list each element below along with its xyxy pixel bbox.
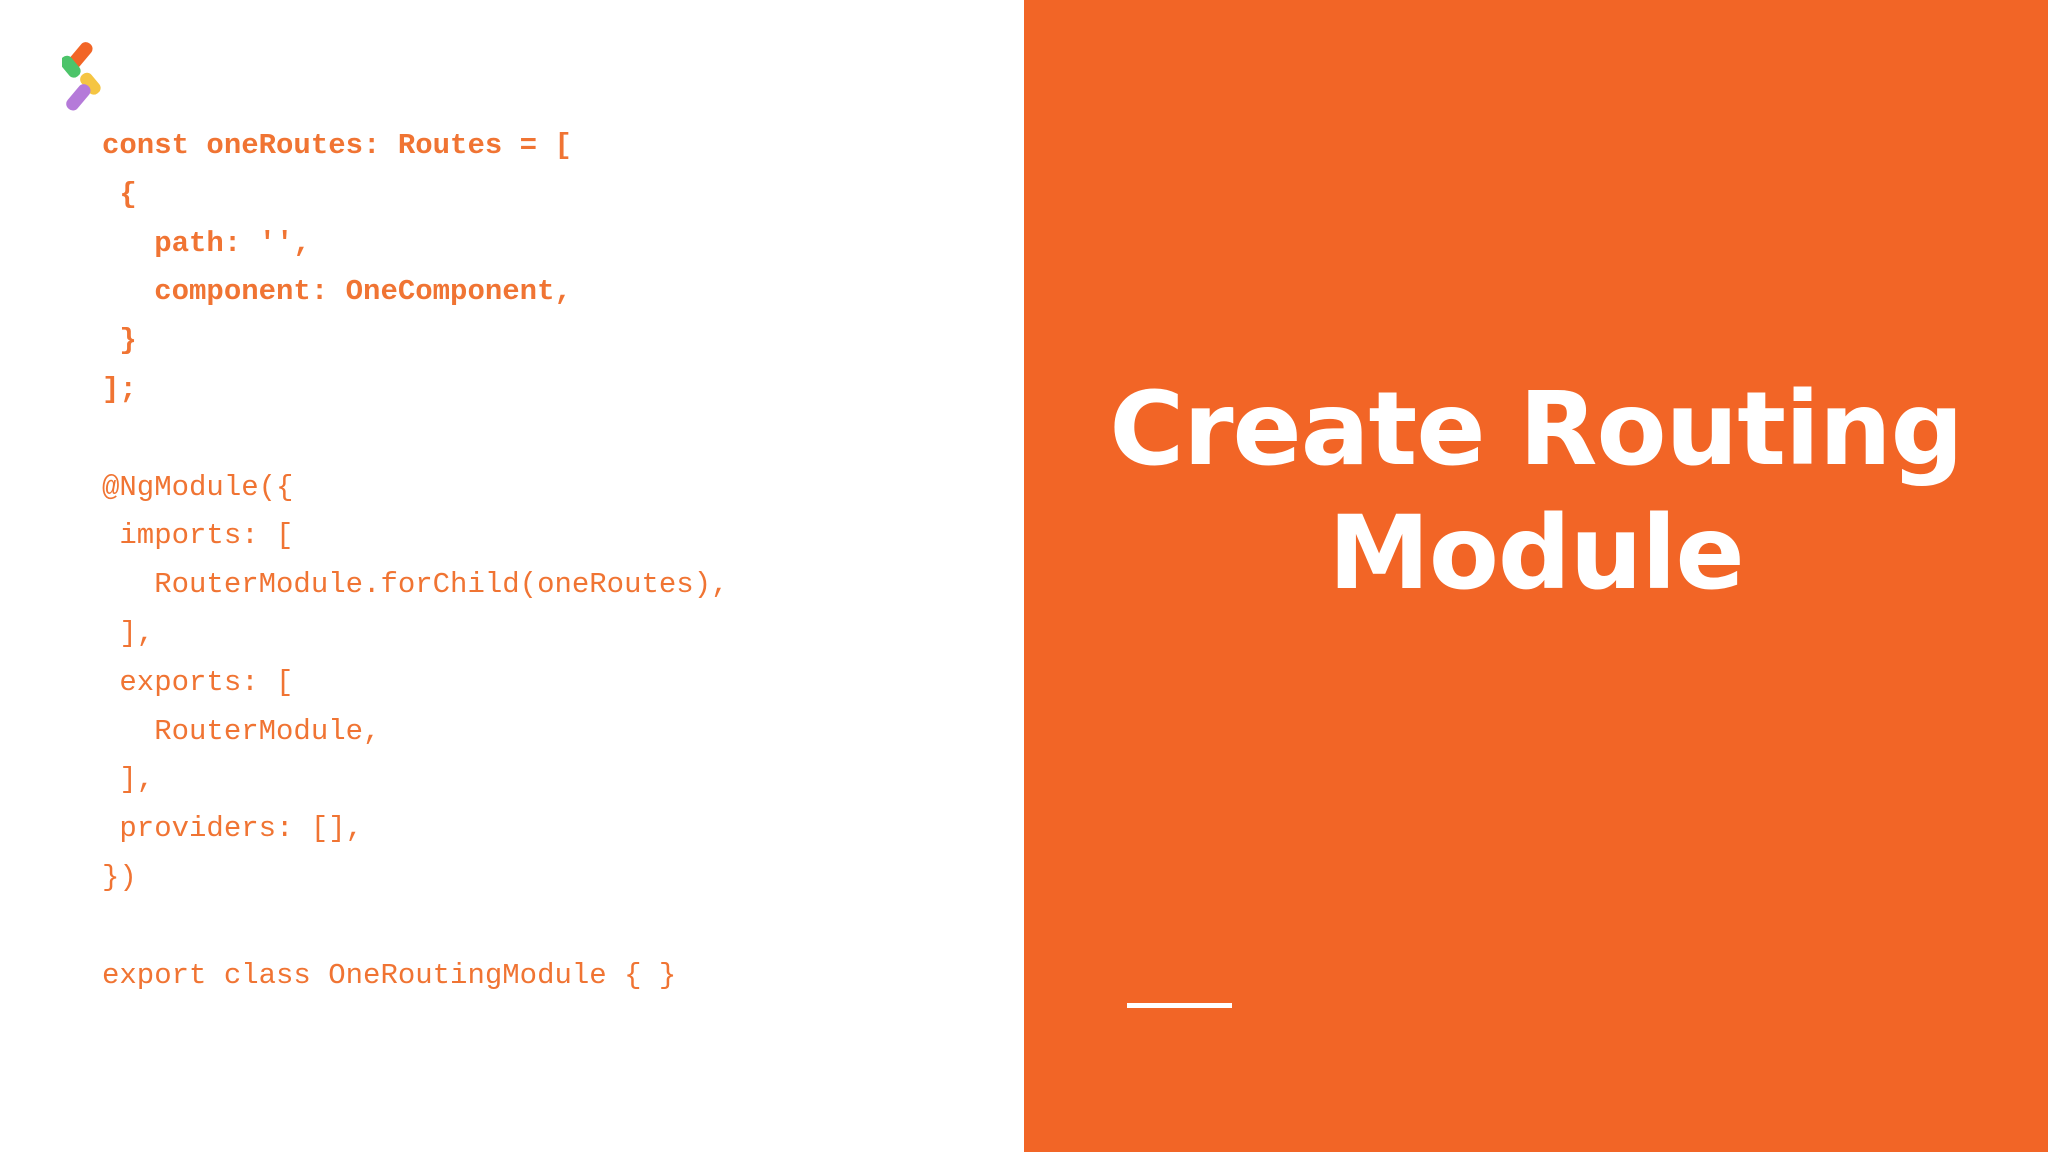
- code-line: }: [102, 324, 137, 358]
- title-panel: Create Routing Module: [1024, 0, 2048, 1152]
- accent-rule: [1127, 1003, 1232, 1008]
- code-line: ];: [102, 372, 137, 406]
- slide-title-line-2: Module: [1328, 494, 1744, 613]
- code-line: component: OneComponent,: [102, 275, 572, 309]
- code-line: }): [102, 860, 137, 894]
- code-line: export class OneRoutingModule { }: [102, 958, 677, 992]
- code-line: exports: [: [102, 665, 294, 699]
- code-line: RouterModule,: [102, 714, 381, 748]
- code-line: {: [102, 177, 137, 211]
- code-line: ],: [102, 763, 155, 797]
- code-line: [102, 903, 729, 952]
- code-line: RouterModule.forChild(oneRoutes),: [102, 568, 729, 602]
- slide-title: Create Routing Module: [1024, 368, 2048, 616]
- code-line: imports: [: [102, 519, 294, 553]
- code-panel: const oneRoutes: Routes = [ { path: '', …: [62, 42, 729, 1000]
- slide-title-line-1: Create Routing: [1109, 370, 1963, 489]
- code-line: @NgModule({: [102, 470, 294, 504]
- s-stripe-logo-icon: [62, 42, 101, 111]
- code-line: const oneRoutes: Routes = [: [102, 129, 572, 162]
- code-block: const oneRoutes: Routes = [ { path: '', …: [102, 122, 729, 1000]
- code-line: [102, 415, 729, 464]
- code-line: path: '',: [102, 226, 311, 260]
- code-line: ],: [102, 616, 155, 650]
- code-line: providers: [],: [102, 812, 364, 846]
